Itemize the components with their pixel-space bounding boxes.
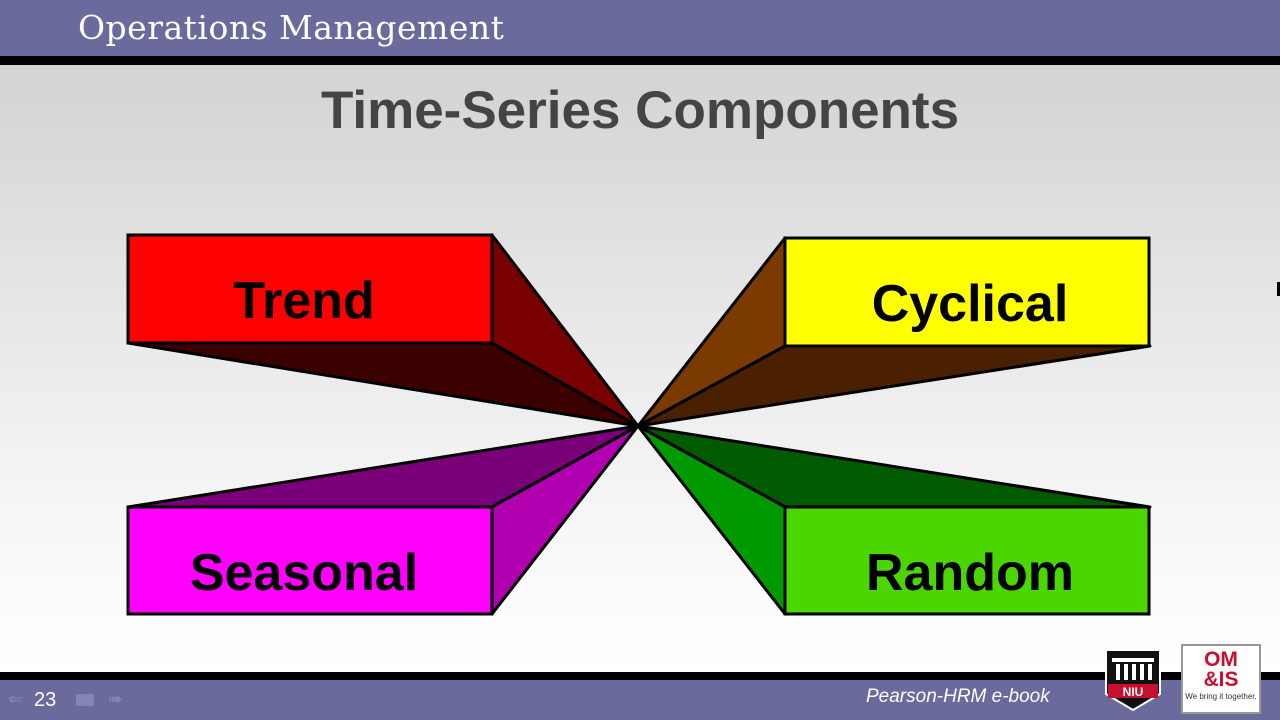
- seasonal-label: Seasonal: [190, 544, 418, 602]
- arrow-left-icon[interactable]: ⇐: [8, 689, 24, 709]
- seasonal-front-face: [126, 505, 494, 616]
- random-front-face: [783, 505, 1151, 616]
- random-block: Random: [636, 424, 1152, 616]
- random-label: Random: [866, 544, 1074, 602]
- source-credit: Pearson-HRM e-book: [866, 686, 1050, 707]
- footer-bar: [0, 680, 1280, 720]
- cyclical-block: Cyclical: [636, 236, 1152, 428]
- footer-divider: [0, 672, 1280, 680]
- cyclical-front-face: [783, 236, 1151, 348]
- slide-title: Time-Series Components: [320, 81, 960, 140]
- arrow-right-icon[interactable]: ➠: [108, 689, 124, 709]
- trend-front-face: [126, 233, 494, 345]
- header-divider: [0, 56, 1280, 65]
- trend-label: Trend: [233, 272, 375, 330]
- cyclical-label: Cyclical: [872, 275, 1069, 333]
- niu-logo: NIU: [1105, 649, 1161, 712]
- course-title: Operations Management: [78, 8, 505, 47]
- slide-number: 23: [34, 689, 57, 711]
- header-bar: [0, 0, 1280, 56]
- seasonal-block: Seasonal: [126, 424, 640, 616]
- omis-logo-line2: &IS: [1203, 668, 1239, 691]
- omis-logo-tagline: We bring it together.: [1185, 692, 1257, 701]
- omis-logo: OM &IS We bring it together.: [1181, 644, 1261, 714]
- omis-logo-line1: OM: [1204, 648, 1238, 671]
- trend-block: Trend: [126, 233, 640, 428]
- cursor-mark: [1277, 282, 1280, 296]
- slide-menu-icon[interactable]: [76, 694, 94, 706]
- niu-logo-text: NIU: [1123, 685, 1144, 699]
